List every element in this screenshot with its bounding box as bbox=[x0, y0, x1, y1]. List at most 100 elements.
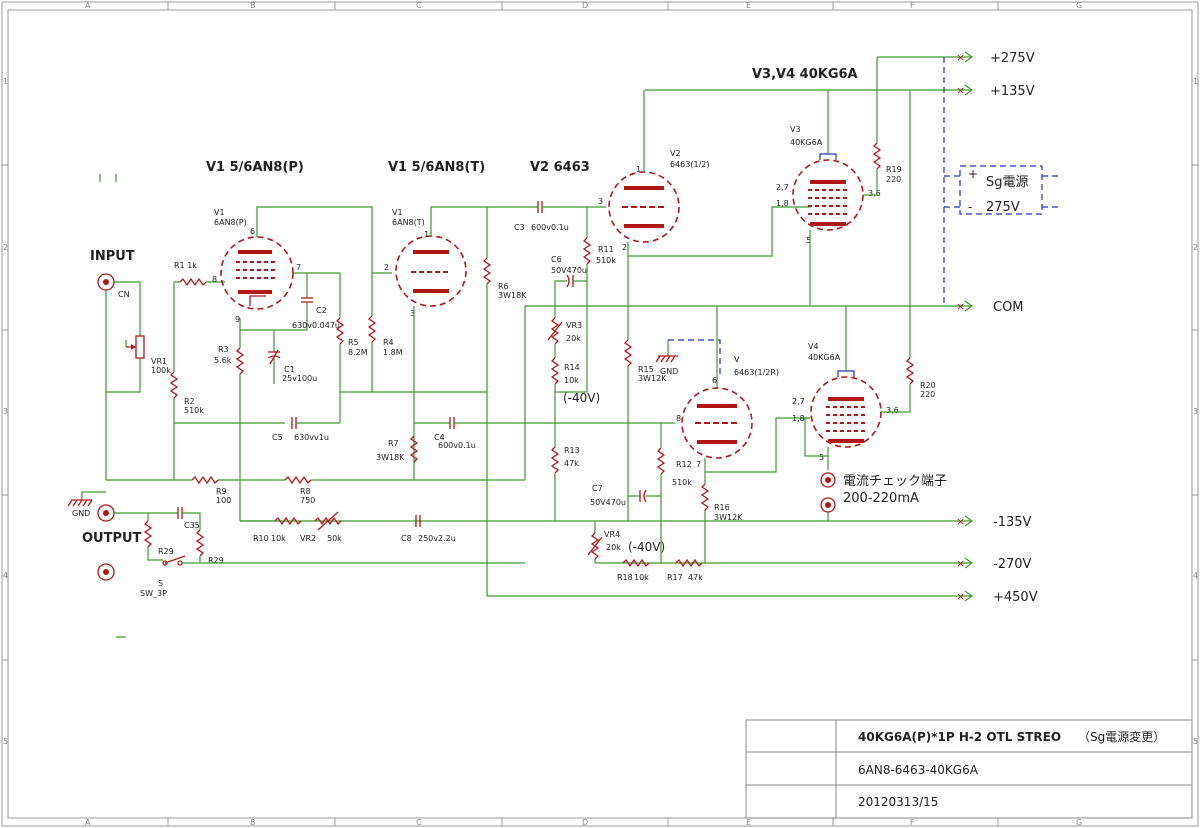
r15-resistor bbox=[623, 339, 633, 367]
r16-value: 3W12K bbox=[714, 513, 743, 522]
gnd2-label: GND bbox=[660, 367, 678, 376]
gnd2-symbol bbox=[655, 340, 678, 363]
wire-v1t-plate bbox=[430, 206, 538, 236]
r29b-label: R29 bbox=[208, 556, 224, 565]
v2b-pin: 6 bbox=[712, 376, 717, 385]
input-jack[interactable] bbox=[97, 273, 115, 291]
svg-text:×: × bbox=[956, 557, 965, 570]
c4-value: 600v0.1u bbox=[438, 441, 476, 450]
vr4-value: 20k bbox=[606, 543, 621, 552]
r10-label: R10 bbox=[253, 534, 269, 543]
zone-row-label: 2 bbox=[3, 243, 8, 252]
zone-row-label: 1 bbox=[3, 77, 8, 86]
c6-value: 50V470u bbox=[551, 266, 587, 275]
r19-resistor bbox=[872, 142, 882, 170]
wire bbox=[182, 512, 201, 530]
r5-resistor bbox=[335, 317, 345, 345]
r4-resistor bbox=[367, 315, 377, 343]
v1-triode-tube bbox=[395, 235, 467, 307]
r6-label: R6 bbox=[498, 282, 509, 291]
power-rails: × × × × × × bbox=[240, 51, 974, 603]
r13-label: R13 bbox=[564, 446, 580, 455]
c3-label: C3 bbox=[514, 223, 525, 232]
c4-capacitor bbox=[449, 417, 455, 429]
output-jack-2[interactable] bbox=[97, 563, 115, 581]
r19-value: 220 bbox=[886, 175, 901, 184]
r20-resistor bbox=[905, 357, 915, 385]
r8-resistor bbox=[284, 475, 312, 485]
v2-pin: 3 bbox=[598, 197, 603, 206]
r4-value: 1.8M bbox=[383, 348, 403, 357]
rail-plus-135v: +135V bbox=[990, 84, 1035, 99]
r17-label: R17 bbox=[667, 573, 683, 582]
c7-value: 50V470u bbox=[590, 498, 626, 507]
sw3p-switch[interactable] bbox=[162, 555, 186, 566]
wire-v2-cathode bbox=[627, 206, 810, 257]
zone-row-label: 5 bbox=[1193, 737, 1198, 746]
rail-minus-270v: -270V bbox=[993, 557, 1032, 572]
output-jack[interactable] bbox=[97, 504, 115, 522]
zone-row-label: 4 bbox=[1193, 571, 1198, 580]
heading-v1-triode: V1 5/6AN8(T) bbox=[388, 160, 485, 175]
wire-v4-cathode bbox=[804, 417, 829, 457]
r15-value: 3W12K bbox=[638, 374, 667, 383]
switch-label: S bbox=[158, 579, 163, 588]
zone-row-label: 4 bbox=[3, 571, 8, 580]
v4-ref: V4 bbox=[808, 342, 819, 351]
r20-label: R20 bbox=[920, 381, 936, 390]
v1t-ref: V1 bbox=[392, 208, 403, 217]
zone-row-label: 3 bbox=[1193, 407, 1198, 416]
v1p-ref: V1 bbox=[214, 208, 225, 217]
r14-label: R14 bbox=[564, 363, 580, 372]
current-check-terminal-2[interactable] bbox=[820, 497, 836, 513]
c8-value: 250v2.2u bbox=[418, 534, 456, 543]
r16-resistor bbox=[700, 483, 710, 511]
c35-resistor bbox=[195, 529, 205, 557]
v2b-pin: 8 bbox=[676, 414, 681, 423]
r19-label: R19 bbox=[886, 165, 902, 174]
gnd2-dashed-link bbox=[668, 339, 721, 378]
label-gnd: GND bbox=[72, 509, 90, 518]
wire-v2b-cathode bbox=[704, 417, 810, 473]
c4-label: C4 bbox=[434, 433, 445, 442]
sg-supply-label: Sg電源 bbox=[986, 175, 1029, 190]
r18-label: R18 bbox=[617, 573, 633, 582]
r4-label: R4 bbox=[383, 338, 394, 347]
zone-col-label: D bbox=[582, 1, 588, 10]
c5-capacitor bbox=[291, 417, 297, 429]
zone-row-label: 3 bbox=[3, 407, 8, 416]
v4-tube bbox=[810, 370, 882, 448]
vr3-value: 20k bbox=[566, 334, 581, 343]
c1-capacitor bbox=[267, 349, 281, 365]
v2-ref: V2 bbox=[670, 149, 681, 158]
vr2-value: 50k bbox=[327, 534, 342, 543]
v1t-pin: 3 bbox=[410, 309, 415, 318]
c3-value: 600v0.1u bbox=[531, 223, 569, 232]
v3-pin: 5 bbox=[806, 236, 811, 245]
zone-col-label: E bbox=[746, 818, 751, 827]
c35-capacitor bbox=[177, 507, 183, 519]
c3-capacitor bbox=[537, 201, 543, 213]
r12-label: R12 bbox=[676, 460, 692, 469]
c6-label: C6 bbox=[551, 255, 562, 264]
c1-label: C1 bbox=[284, 365, 295, 374]
r11-value: 510k bbox=[596, 256, 616, 265]
zone-col-label: A bbox=[85, 1, 91, 10]
zone-col-label: F bbox=[910, 1, 915, 10]
v1p-pin: 6 bbox=[250, 227, 255, 236]
sg-minus-sign: - bbox=[968, 200, 972, 214]
zone-row-label: 1 bbox=[1193, 77, 1198, 86]
current-check-terminal-1[interactable] bbox=[820, 472, 836, 488]
r5-label: R5 bbox=[348, 338, 359, 347]
r8-value: 750 bbox=[300, 496, 315, 505]
c7-capacitor bbox=[639, 489, 647, 503]
r7-value: 3W18K bbox=[376, 453, 405, 462]
label-output: OUTPUT bbox=[82, 531, 142, 546]
v1t-pin: 1 bbox=[424, 230, 429, 239]
r29a-label: R29 bbox=[158, 547, 174, 556]
sg-plus-sign: + bbox=[968, 167, 978, 181]
title-block bbox=[745, 719, 1193, 819]
r9-label: R9 bbox=[216, 487, 227, 496]
